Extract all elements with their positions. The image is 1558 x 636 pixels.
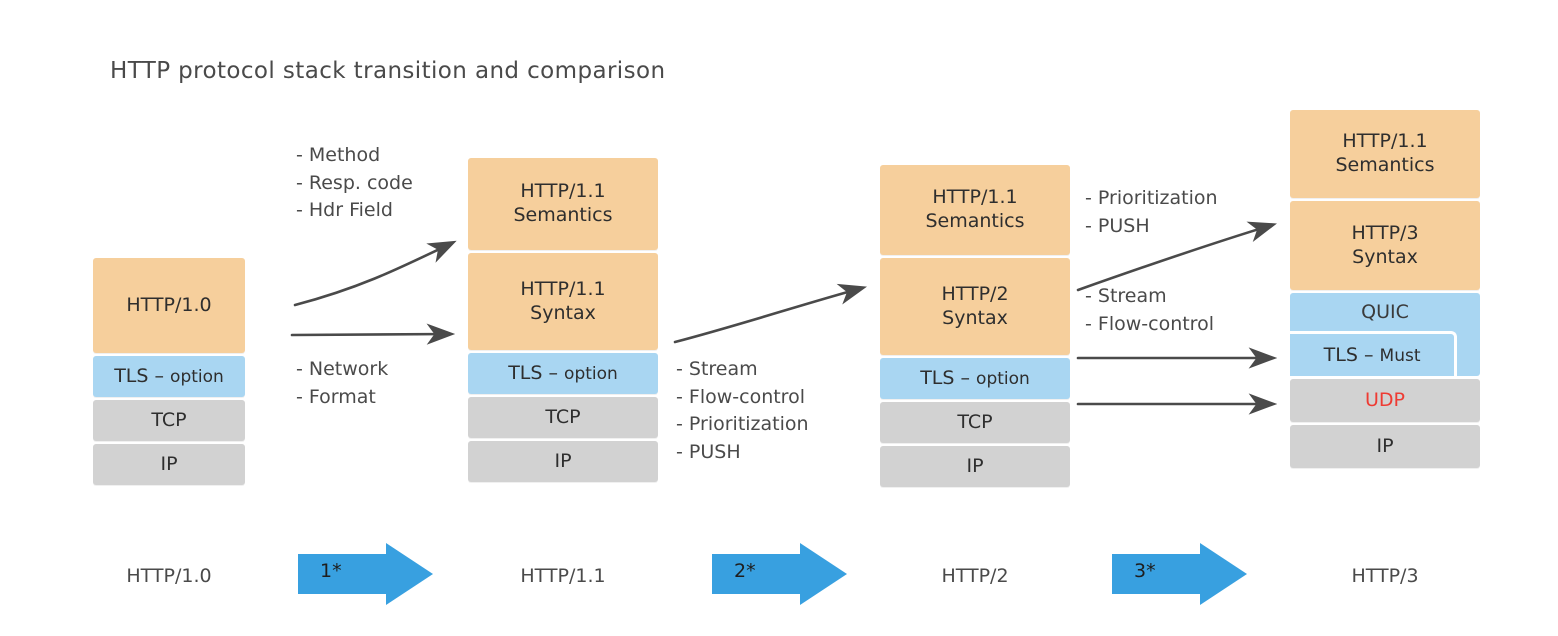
arrow-shaft [712,554,804,594]
caption-http10: HTTP/1.0 [126,565,212,587]
layer-http3-udp: UDP [1290,379,1480,422]
layer-http2-ip: IP [880,446,1070,487]
stack-http10: HTTP/1.0 TLS – option TCP IP [93,258,245,488]
transition-arrow-2: 2* [712,543,847,605]
layer-label-tls: TLS – option [114,364,224,387]
layer-http11-tls: TLS – option [468,353,658,394]
layer-http11-tcp: TCP [468,397,658,438]
layer-label: IP [554,449,572,472]
arrow-head [1200,543,1247,605]
layer-label: HTTP/1.0 [126,293,212,316]
layer-label: IP [160,452,178,475]
arrow-gap1-semantics [293,240,457,307]
layer-http10-ip: IP [93,444,245,485]
page-title: HTTP protocol stack transition and compa… [110,58,666,84]
arrow-shape: 3* [1112,543,1247,605]
layer-label-tls: TLS – option [508,361,618,384]
layer-label: TCP [151,408,187,431]
note-line: - Network [296,358,389,380]
note-line: - Stream [676,358,758,380]
note-line: - Flow-control [676,385,805,408]
transition-arrow-1: 1* [298,543,433,605]
note-gap1-upper: - Method - Resp. code - Hdr Field [296,142,413,225]
note-line: - Resp. code [296,171,413,194]
layer-label: IP [966,454,984,477]
arrow-head [800,543,847,605]
layer-http2-tcp: TCP [880,402,1070,443]
layer-label: TCP [957,410,993,433]
note-gap3-upper: - Prioritization - PUSH [1085,185,1218,240]
layer-http10-application: HTTP/1.0 [93,258,245,353]
layer-label-tls: TLS – option [920,366,1030,389]
note-line: - Method [296,144,381,166]
layer-http10-tcp: TCP [93,400,245,441]
note-line: - PUSH [1085,214,1150,237]
layer-http2-tls: TLS – option [880,358,1070,399]
arrow-shaft [1112,554,1204,594]
note-gap3-lower: - Stream - Flow-control [1085,283,1214,338]
note-line: - Format [296,385,376,408]
layer-label-quic: QUIC [1361,301,1409,323]
arrow-shaft [298,554,390,594]
note-line: - Prioritization [1085,187,1218,209]
transition-arrow-label: 3* [1134,560,1156,582]
transition-arrow-3: 3* [1112,543,1247,605]
transition-arrow-label: 1* [320,560,342,582]
layer-http10-tls: TLS – option [93,356,245,397]
layer-http3-ip: IP [1290,425,1480,468]
caption-http11: HTTP/1.1 [520,565,606,587]
layer-label-tls: TLS – Must [1323,344,1421,366]
note-line: - PUSH [676,440,741,463]
layer-http3-tls-must: TLS – Must [1290,331,1458,376]
layer-http3-quic: QUIC TLS – Must [1290,293,1480,376]
arrow-shape: 1* [298,543,433,605]
note-gap2-list: - Stream - Flow-control - Prioritization… [676,356,809,466]
note-line: - Stream [1085,285,1167,307]
layer-http11-ip: IP [468,441,658,482]
arrow-gap2-syntax [673,283,868,344]
note-line: - Hdr Field [296,199,393,222]
arrow-gap1-syntax [290,323,456,345]
arrow-head [386,543,433,605]
transition-arrow-label: 2* [734,560,756,582]
layer-label-udp: UDP [1365,388,1405,411]
arrow-shape: 2* [712,543,847,605]
layer-label: TCP [545,405,581,428]
note-line: - Flow-control [1085,312,1214,335]
note-gap1-lower: - Network - Format [296,356,388,411]
caption-http2: HTTP/2 [941,565,1009,587]
layer-label: IP [1376,434,1394,457]
caption-http3: HTTP/3 [1351,565,1419,587]
note-line: - Prioritization [676,413,809,436]
